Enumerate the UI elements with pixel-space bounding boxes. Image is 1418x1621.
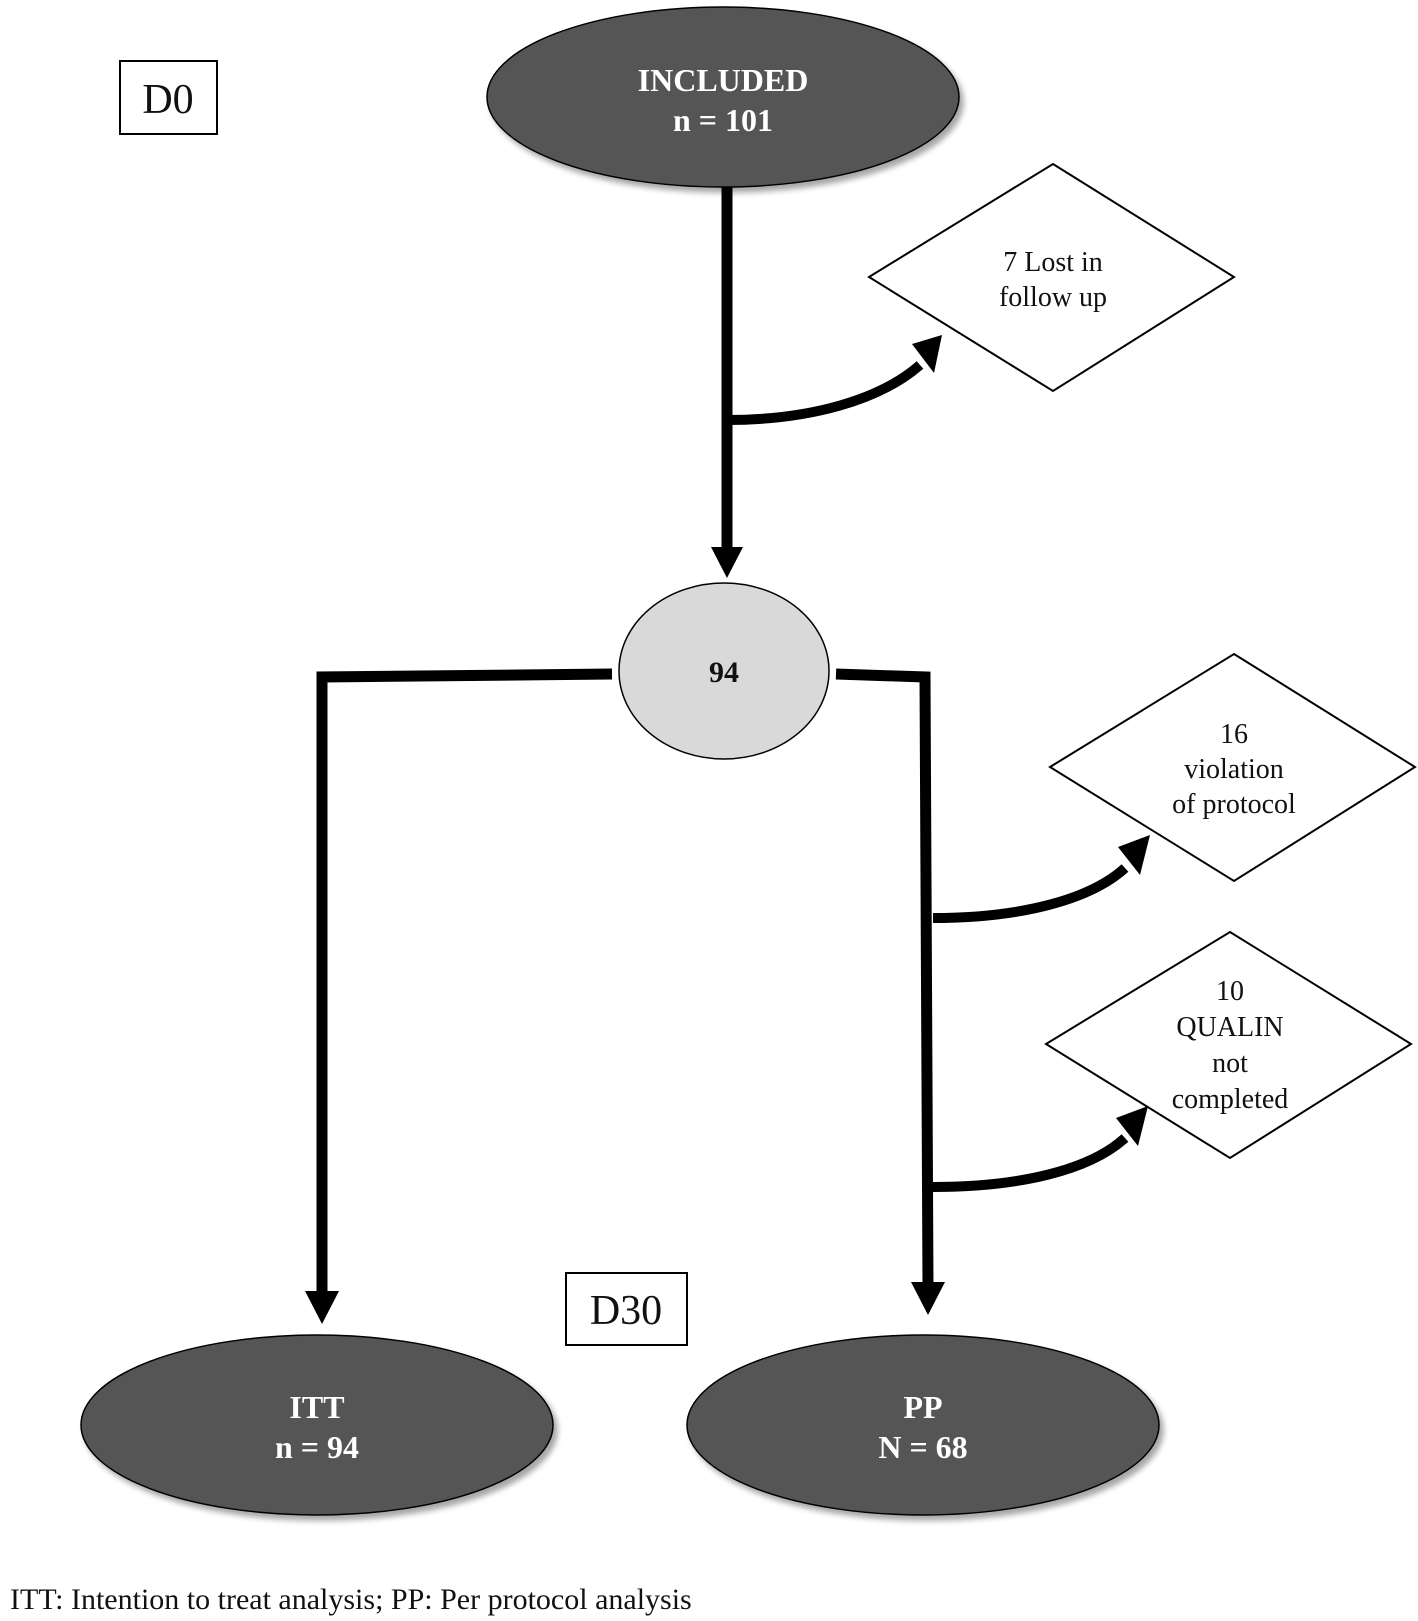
qualin-line4: completed (1172, 1084, 1289, 1115)
qualin-line2: QUALIN (1176, 1012, 1283, 1043)
middle-node: 94 (618, 582, 830, 760)
pp-node: PP N = 68 (686, 1334, 1160, 1516)
d0-label: D0 (142, 77, 193, 123)
violation-line1: 16 (1220, 719, 1248, 750)
itt-node: ITT n = 94 (80, 1334, 554, 1516)
d30-label: D30 (590, 1288, 662, 1334)
middle-count: 94 (709, 656, 739, 689)
qualin-line1: 10 (1216, 976, 1244, 1007)
arrow-to-violation (932, 835, 1150, 923)
arrow-middle-to-itt (305, 668, 613, 1324)
d30-label-box: D30 (565, 1272, 688, 1346)
qualin-line3: not (1212, 1048, 1248, 1079)
qualin-node: 10 QUALIN not completed (1044, 930, 1413, 1160)
violation-node: 16 violation of protocol (1048, 652, 1417, 883)
pp-count: N = 68 (878, 1429, 967, 1465)
violation-line2: violation (1184, 754, 1284, 785)
arrow-middle-to-pp (835, 668, 945, 1315)
arrow-to-lost (726, 335, 942, 425)
included-node: INCLUDED n = 101 (486, 6, 960, 188)
d0-label-box: D0 (119, 60, 218, 135)
itt-title: ITT (289, 1389, 344, 1425)
arrow-included-to-middle (711, 187, 743, 578)
lost-follow-up-node: 7 Lost in follow up (867, 162, 1236, 393)
lost-line2: follow up (999, 282, 1107, 313)
arrow-to-qualin (932, 1106, 1148, 1192)
pp-title: PP (903, 1389, 942, 1425)
footnote: ITT: Intention to treat analysis; PP: Pe… (10, 1583, 692, 1616)
itt-count: n = 94 (275, 1429, 359, 1465)
violation-line3: of protocol (1172, 789, 1296, 820)
included-count: n = 101 (673, 102, 773, 138)
included-title: INCLUDED (638, 62, 809, 98)
lost-line1: 7 Lost in (1003, 247, 1103, 278)
